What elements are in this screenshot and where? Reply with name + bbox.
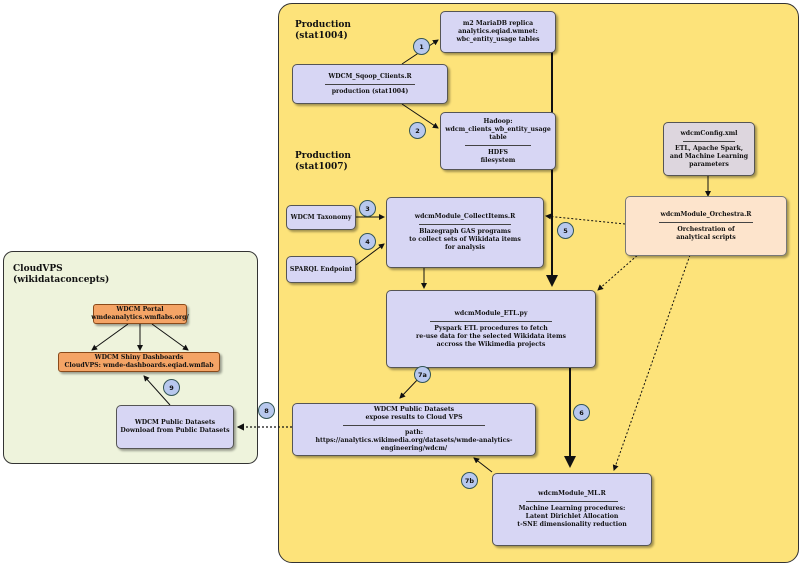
arrow-portal-shiny-3 — [151, 323, 189, 351]
taxonomy-label: WDCM Taxonomy — [290, 213, 352, 221]
mariadb-title: m2 MariaDB replica — [462, 20, 534, 27]
public-cloud-sub: Download from Public Datasets — [120, 427, 230, 434]
hadoop-separator — [465, 144, 531, 146]
sparql-box: SPARQL Endpoint — [286, 256, 356, 283]
etl-sub-1: Pyspark ETL procedures to fetch — [434, 324, 548, 332]
collect-sub-3: for analysis — [445, 244, 485, 251]
collect-items-box: wdcmModule_CollectItems.R Blazegraph GAS… — [386, 197, 544, 268]
collect-sub-1: Blazegraph GAS programs — [419, 228, 511, 235]
config-sub-2: and Machine Learning — [669, 152, 749, 160]
public-prod-sub-2: path: — [405, 429, 423, 436]
step-badge-2: 2 — [409, 122, 426, 139]
sqoop-clients-box: WDCM_Sqoop_Clients.R production (stat100… — [292, 64, 448, 104]
portal-sub: wmdeanalytics.wmflabs.org/ — [91, 314, 189, 321]
shiny-sub: CloudVPS: wmde-dashboards.eqiad.wmflab — [64, 362, 214, 369]
step-badge-8: 8 — [258, 402, 275, 419]
production-stat1004-title: Production (stat1004) — [295, 20, 351, 41]
hadoop-title: Hadoop: — [483, 117, 513, 125]
step-badge-9: 9 — [163, 379, 180, 396]
sqoop-sub: production (stat1004) — [331, 87, 409, 95]
taxonomy-box: WDCM Taxonomy — [286, 205, 356, 230]
orchestra-sub-1: Orchestration of — [677, 225, 735, 233]
ml-sub-2: Latent Dirichlet Allocation — [525, 513, 619, 520]
arrow-portal-shiny-1 — [91, 323, 129, 351]
collect-title: wdcmModule_CollectItems.R — [414, 213, 516, 220]
ml-title: wdcmModule_ML.R — [538, 490, 606, 497]
arrow-orchestra-etl — [597, 252, 641, 291]
hadoop-sub-1: HDFS — [487, 148, 509, 156]
hadoop-line-1: wdcm_clients_wb_entity_usage table — [445, 125, 551, 141]
config-sub-1: ETL, Apache Spark, — [675, 144, 743, 152]
step-badge-4: 4 — [359, 233, 376, 250]
ml-separator — [525, 501, 619, 502]
mariadb-line-1: analytics.eqiad.wmnet: — [458, 28, 538, 35]
arrow-orchestra-collect — [545, 213, 626, 225]
config-sub-3: parameters — [689, 160, 729, 168]
ml-sub-1: Machine Learning procedures: — [518, 505, 626, 512]
config-separator — [683, 140, 735, 142]
production-stat1007-title: Production (stat1007) — [295, 151, 351, 172]
config-box: wdcmConfig.xml ETL, Apache Spark, and Ma… — [663, 122, 755, 176]
ml-sub-3: t-SNE dimensionality reduction — [517, 521, 627, 528]
etl-sub-3: accross the Wikimedia projects — [436, 340, 546, 348]
portal-box: WDCM Portal wmdeanalytics.wmflabs.org/ — [91, 304, 189, 324]
orchestra-sub-2: analytical scripts — [676, 233, 736, 241]
arrow-publiccloud-shiny — [143, 375, 171, 406]
hadoop-box: Hadoop: wdcm_clients_wb_entity_usage tab… — [440, 112, 556, 170]
cloudvps-title: CloudVPS (wikidataconcepts) — [13, 264, 110, 285]
mariadb-line-2: wbc_entity_usage tables — [456, 36, 540, 43]
step-badge-6: 6 — [573, 404, 590, 421]
config-title: wdcmConfig.xml — [680, 129, 738, 137]
step-badge-3: 3 — [359, 200, 376, 217]
hadoop-sub-2: filesystem — [480, 156, 516, 164]
sparql-label: SPARQL Endpoint — [289, 265, 353, 273]
arrow-ml-public — [473, 457, 493, 473]
public-prod-sub-3: https://analytics.wikimedia.org/datasets… — [315, 437, 513, 452]
step-badge-7a: 7a — [414, 366, 431, 383]
collect-separator — [419, 224, 511, 225]
public-datasets-prod-box: WDCM Public Datasets expose results to C… — [292, 403, 536, 456]
orchestra-box: wdcmModule_Orchestra.R Orchestration of … — [625, 196, 787, 256]
public-prod-separator — [342, 425, 486, 426]
ml-box: wdcmModule_ML.R Machine Learning procedu… — [492, 473, 652, 546]
public-datasets-cloud-box: WDCM Public Datasets Download from Publi… — [116, 405, 234, 449]
step-badge-5: 5 — [557, 222, 574, 239]
orchestra-separator — [659, 221, 753, 223]
shiny-title: WDCM Shiny Dashboards — [94, 354, 184, 361]
step-badge-7b: 7b — [461, 472, 478, 489]
collect-sub-2: to collect sets of Wikidata items — [409, 236, 521, 243]
arrow-orchestra-ml — [612, 254, 691, 471]
etl-separator — [429, 320, 553, 322]
shiny-dashboards-box: WDCM Shiny Dashboards CloudVPS: wmde-das… — [58, 352, 220, 372]
public-cloud-title: WDCM Public Datasets — [134, 419, 216, 426]
public-prod-sub-1: expose results to Cloud VPS — [365, 414, 463, 421]
portal-title: WDCM Portal — [116, 306, 164, 313]
sqoop-separator — [325, 83, 415, 85]
mariadb-replica-box: m2 MariaDB replica analytics.eqiad.wmnet… — [440, 11, 556, 53]
arrow-sparql-collect — [355, 243, 385, 266]
sqoop-title: WDCM_Sqoop_Clients.R — [328, 72, 412, 80]
etl-sub-2: re-use data for the selected Wikidata it… — [416, 332, 566, 340]
public-prod-title: WDCM Public Datasets — [373, 406, 455, 413]
orchestra-title: wdcmModule_Orchestra.R — [660, 210, 752, 218]
etl-title: wdcmModule_ETL.py — [454, 309, 528, 317]
etl-box: wdcmModule_ETL.py Pyspark ETL procedures… — [386, 290, 596, 368]
arrow-sqoop-hadoop — [401, 103, 439, 129]
step-badge-1: 1 — [413, 38, 430, 55]
